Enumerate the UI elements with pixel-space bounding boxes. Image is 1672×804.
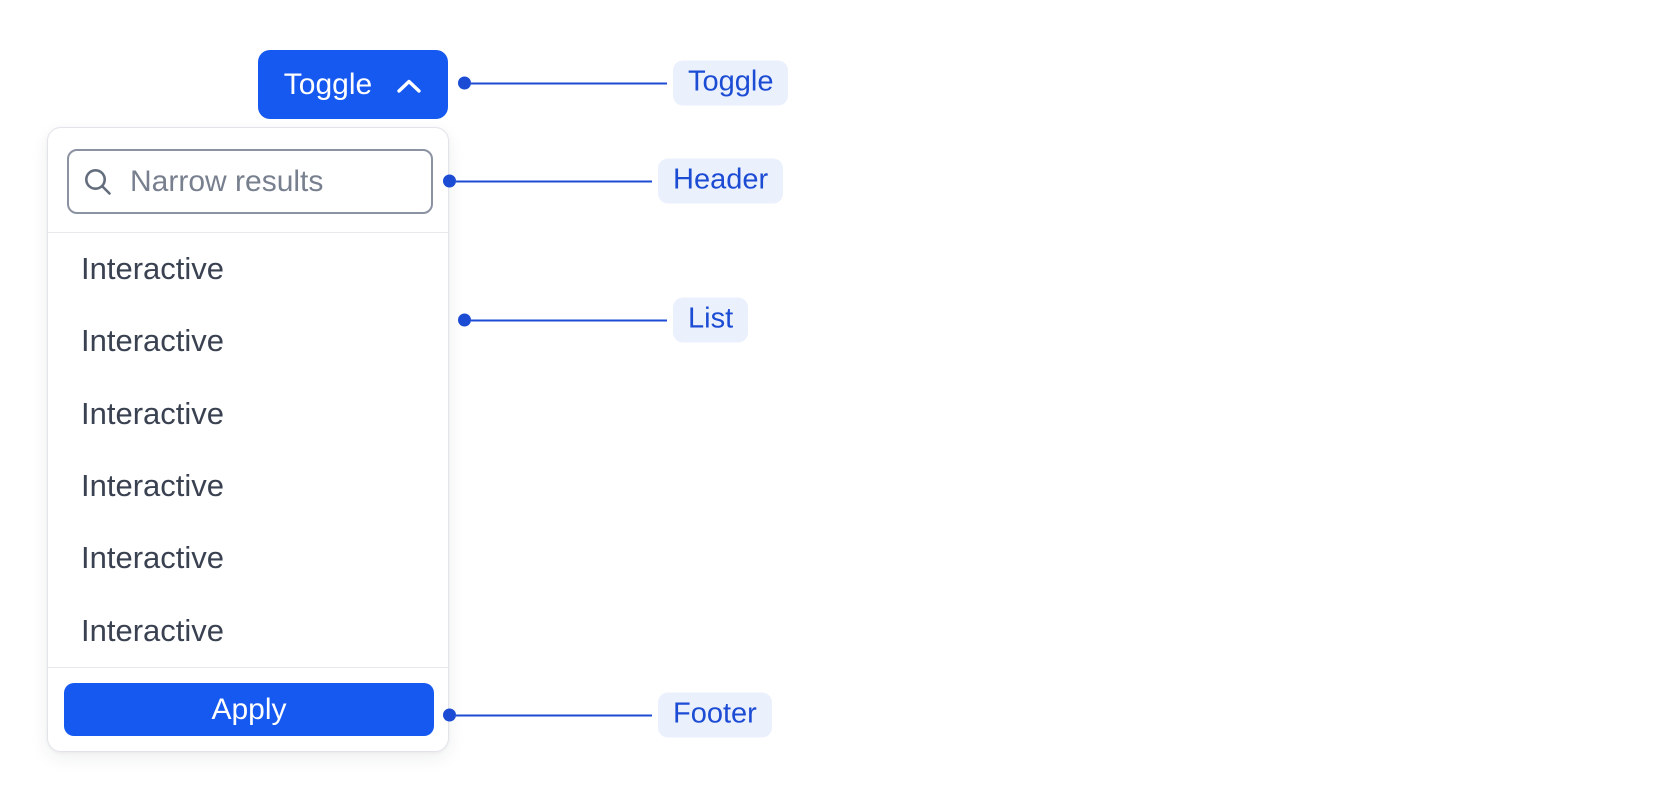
annotation-label-header: Header <box>658 158 784 204</box>
dropdown-header <box>48 128 448 232</box>
annotation-label-toggle: Toggle <box>673 60 789 106</box>
annotation-toggle: Toggle <box>458 60 789 106</box>
annotation-footer: Footer <box>443 692 772 738</box>
list-item[interactable]: Interactive <box>81 251 225 287</box>
toggle-button-label: Toggle <box>283 67 373 101</box>
toggle-button[interactable]: Toggle <box>258 50 448 119</box>
apply-button[interactable]: Apply <box>64 683 434 736</box>
annotation-label-list: List <box>673 297 749 343</box>
dropdown-panel: Interactive Interactive Interactive Inte… <box>47 127 449 752</box>
connector-line <box>456 180 652 182</box>
footer-divider <box>48 667 448 668</box>
connector-line <box>471 319 667 321</box>
header-divider <box>48 232 448 233</box>
annotation-list: List <box>458 297 749 343</box>
list-item[interactable]: Interactive <box>81 323 225 359</box>
connector-line <box>471 82 667 84</box>
list-item[interactable]: Interactive <box>81 395 225 431</box>
list-item[interactable]: Interactive <box>81 468 225 504</box>
chevron-up-icon <box>396 75 422 94</box>
list-item[interactable]: Interactive <box>81 612 225 648</box>
search-input[interactable] <box>67 149 433 214</box>
annotation-label-footer: Footer <box>658 692 772 738</box>
dropdown-footer: Apply <box>48 668 448 751</box>
search-box <box>67 149 433 214</box>
list-item[interactable]: Interactive <box>81 540 225 576</box>
annotation-header: Header <box>443 158 784 204</box>
dropdown-list: Interactive Interactive Interactive Inte… <box>48 233 448 667</box>
connector-line <box>456 714 652 716</box>
connector-dot <box>458 76 471 90</box>
connector-dot <box>458 313 471 327</box>
